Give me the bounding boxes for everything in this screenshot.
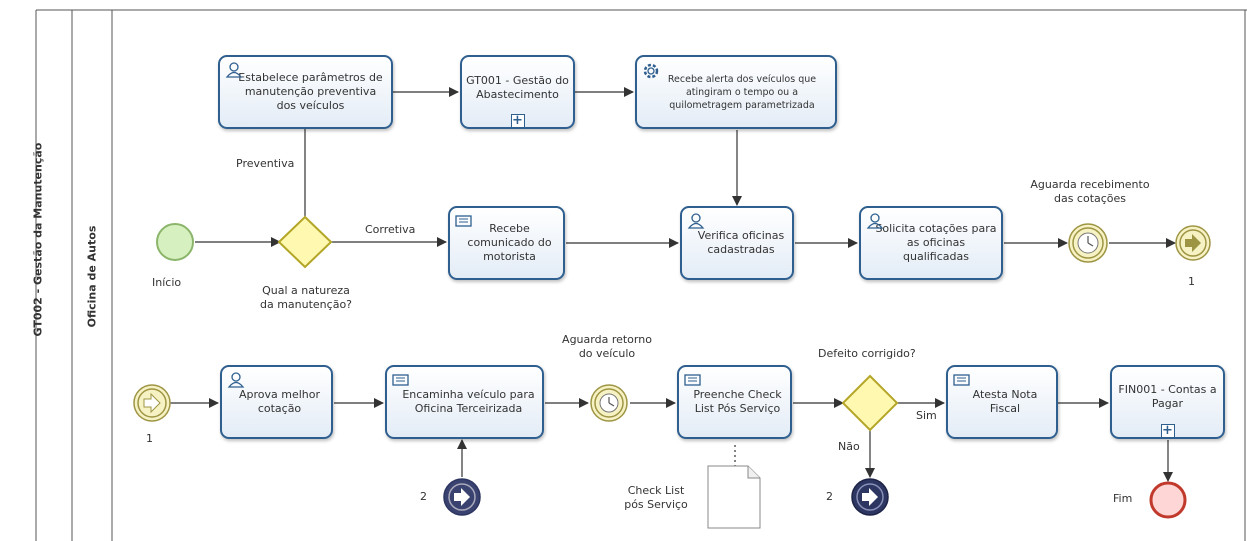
task-aprova-cotacao[interactable]: Aprova melhor cotação [220, 365, 333, 439]
start-event [156, 223, 194, 261]
task-fin001[interactable]: FIN001 - Contas a Pagar + [1110, 365, 1225, 439]
label-checklist-2: pós Serviço [624, 498, 688, 511]
task-aprova-label: Aprova melhor cotação [238, 388, 321, 415]
label-aguarda-cotacoes-1: Aguarda recebimento [1030, 178, 1150, 191]
link-event-1-throw [1175, 225, 1211, 261]
label-link-catch: 2 [420, 490, 427, 503]
task-verifica-oficinas[interactable]: Verifica oficinas cadastradas [680, 206, 794, 280]
task-recebe-comunicado[interactable]: Recebe comunicado do motorista [448, 206, 565, 280]
end-event [1149, 481, 1187, 519]
label-aguarda-retorno-1: Aguarda retorno [562, 333, 652, 346]
lane-label: Oficina de Autos [85, 225, 99, 328]
link-event-1-catch [133, 384, 171, 422]
label-sim: Sim [916, 409, 937, 422]
label-aguarda-retorno-2: do veículo [578, 347, 636, 360]
message-icon [455, 213, 473, 232]
task-recebe-alerta[interactable]: Recebe alerta dos veículos que atingiram… [635, 55, 837, 129]
gear-icon [642, 62, 660, 84]
task-preenche-label: Preenche Check List Pós Serviço [693, 388, 782, 415]
label-link-top: 1 [1188, 275, 1195, 288]
task-verifica-label: Verifica oficinas cadastradas [697, 229, 785, 256]
timer-event-retorno [590, 384, 628, 422]
label-natureza-1: Qual a natureza [262, 284, 350, 297]
task-estabelece-label: Estabelece parâmetros de manutenção prev… [238, 71, 383, 112]
user-icon [225, 62, 243, 82]
label-defeito: Defeito corrigido? [818, 347, 916, 360]
label-link-start: 1 [146, 432, 153, 445]
pool-label: GT002 - Gestão da Manutenção [31, 142, 45, 337]
task-atesta-nota[interactable]: Atesta Nota Fiscal [946, 365, 1058, 439]
data-object-checklist [707, 465, 761, 529]
subprocess-marker-icon[interactable]: + [510, 113, 525, 128]
task-solicita-cotacoes[interactable]: Solicita cotações para as oficinas quali… [859, 206, 1003, 280]
task-fin001-label: FIN001 - Contas a Pagar [1118, 383, 1217, 410]
user-icon [227, 372, 245, 392]
task-encaminha-veiculo[interactable]: Encaminha veículo para Oficina Terceiriz… [385, 365, 544, 439]
message-icon [392, 372, 410, 391]
label-aguarda-cotacoes-2: das cotações [1053, 192, 1127, 205]
link-event-2-throw [851, 478, 889, 516]
label-natureza-2: da manutenção? [259, 298, 353, 311]
subprocess-marker-icon[interactable]: + [1160, 423, 1175, 438]
label-checklist-1: Check List [627, 484, 685, 497]
task-gt001[interactable]: GT001 - Gestão do Abastecimento + [460, 55, 575, 129]
label-link-throw: 2 [826, 490, 833, 503]
task-recebe-alerta-label: Recebe alerta dos veículos que atingiram… [667, 73, 817, 111]
link-event-2-catch [443, 478, 481, 516]
gateway-natureza [277, 215, 333, 269]
pool-frame [35, 9, 1247, 541]
sequence-flows [170, 87, 1176, 482]
task-solicita-label: Solicita cotações para as oficinas quali… [875, 222, 997, 263]
user-icon [687, 213, 705, 233]
task-recebe-comunicado-label: Recebe comunicado do motorista [467, 222, 552, 263]
user-icon [866, 213, 884, 233]
label-fim: Fim [1113, 492, 1133, 505]
task-atesta-label: Atesta Nota Fiscal [972, 388, 1038, 415]
task-gt001-label: GT001 - Gestão do Abastecimento [466, 74, 569, 101]
message-icon [684, 372, 702, 391]
gateway-defeito [841, 374, 899, 432]
label-corretiva: Corretiva [365, 223, 416, 236]
task-preenche-checklist[interactable]: Preenche Check List Pós Serviço [677, 365, 792, 439]
task-estabelece-parametros[interactable]: Estabelece parâmetros de manutenção prev… [218, 55, 393, 129]
label-nao: Não [838, 440, 860, 453]
message-icon [953, 372, 971, 391]
label-inicio: Início [152, 276, 182, 289]
label-preventiva: Preventiva [236, 157, 295, 170]
task-encaminha-label: Encaminha veículo para Oficina Terceiriz… [402, 388, 535, 415]
timer-event-cotacoes [1068, 223, 1108, 263]
